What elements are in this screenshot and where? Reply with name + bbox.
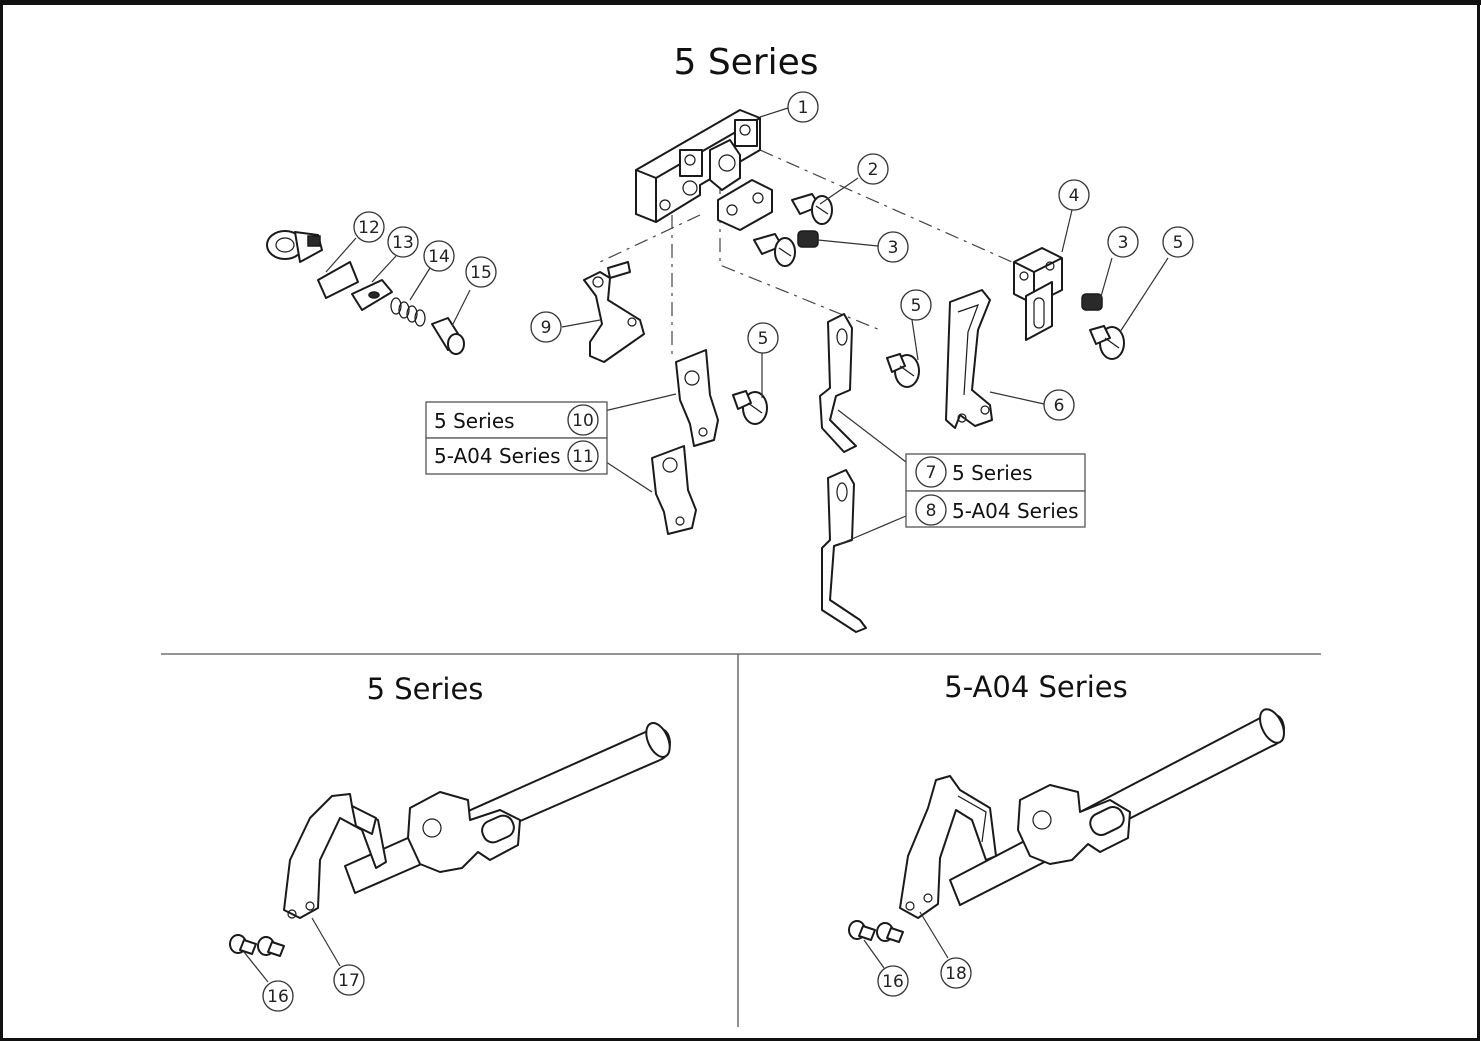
leader-17	[311, 917, 341, 967]
callout-16: 16	[262, 980, 294, 1012]
panel-title-right: 5-A04 Series	[944, 670, 1127, 704]
svg-text:18: 18	[945, 964, 967, 984]
callout-2: 2	[857, 153, 889, 185]
variant-box-7-8: 7 5 Series 8 5-A04 Series	[905, 453, 1086, 528]
part-6-lever	[945, 289, 993, 429]
svg-text:2: 2	[868, 160, 879, 180]
svg-text:5: 5	[758, 329, 769, 349]
shaft-assembly-right	[899, 708, 1285, 919]
callout-5: 5	[747, 322, 779, 354]
part-1-bracket	[635, 109, 773, 231]
part-4-block	[1013, 247, 1063, 341]
alignment-line-9	[599, 214, 701, 263]
variant-label: 5 Series	[952, 461, 1033, 485]
leader-18	[919, 911, 949, 959]
callout-3: 3	[877, 231, 909, 263]
part-10-bracket	[675, 349, 719, 447]
part-12-15-assembly	[266, 230, 465, 355]
callout-15: 15	[465, 256, 497, 288]
panel-title-left: 5 Series	[367, 672, 484, 706]
callout-18: 18	[940, 957, 972, 989]
callout-3: 3	[1107, 226, 1139, 258]
callout-6: 6	[1043, 389, 1075, 421]
variant-label: 5 Series	[434, 409, 515, 433]
svg-text:12: 12	[358, 218, 380, 238]
svg-text:4: 4	[1069, 186, 1080, 206]
top-rule	[0, 0, 1481, 5]
part-9-lever	[583, 261, 645, 363]
leader-lines	[325, 107, 1169, 545]
shaft-assembly-left	[283, 722, 671, 919]
svg-text:17: 17	[338, 971, 360, 991]
callout-1: 1	[787, 91, 819, 123]
leader-16-left	[243, 951, 269, 983]
callout-5: 5	[900, 289, 932, 321]
variant-label: 5-A04 Series	[952, 499, 1079, 523]
variant-box-10-11: 5 Series 10 5-A04 Series 11	[425, 401, 608, 475]
part-5-screws	[732, 325, 1125, 425]
svg-text:9: 9	[541, 318, 552, 338]
callouts-upper: 1 2 3 3 4 5 5 5 6 9 12 13 14 15	[353, 91, 1194, 421]
callout-5: 5	[1162, 226, 1194, 258]
part-7-guide	[819, 313, 857, 453]
part-3-set-screws	[797, 230, 1103, 311]
svg-text:5: 5	[1173, 233, 1184, 253]
callout-17: 17	[333, 964, 365, 996]
callout-8: 8	[926, 501, 937, 521]
variant-label: 5-A04 Series	[434, 444, 561, 468]
svg-text:14: 14	[428, 247, 450, 267]
svg-text:1: 1	[798, 98, 809, 118]
svg-text:13: 13	[392, 233, 414, 253]
callout-4: 4	[1058, 179, 1090, 211]
svg-text:16: 16	[882, 972, 904, 992]
callout-14: 14	[423, 240, 455, 272]
callout-11: 11	[572, 447, 594, 467]
callout-13: 13	[387, 226, 419, 258]
callout-7: 7	[926, 463, 937, 483]
svg-text:5: 5	[911, 296, 922, 316]
part-8-guide	[821, 469, 867, 633]
svg-text:3: 3	[1118, 233, 1129, 253]
part-11-bracket	[651, 445, 697, 535]
diagram-title: 5 Series	[673, 42, 818, 83]
svg-text:6: 6	[1054, 396, 1065, 416]
part-2-screws	[753, 193, 833, 267]
svg-text:15: 15	[470, 263, 492, 283]
screws-16-right	[848, 920, 904, 943]
callout-9: 9	[530, 311, 562, 343]
callout-10: 10	[572, 411, 594, 431]
callout-12: 12	[353, 211, 385, 243]
callout-16: 16	[877, 965, 909, 997]
screws-16-left	[229, 934, 285, 957]
svg-text:16: 16	[267, 987, 289, 1007]
svg-text:3: 3	[888, 238, 899, 258]
alignment-line-4	[759, 149, 1031, 271]
leader-16-right	[863, 939, 885, 969]
